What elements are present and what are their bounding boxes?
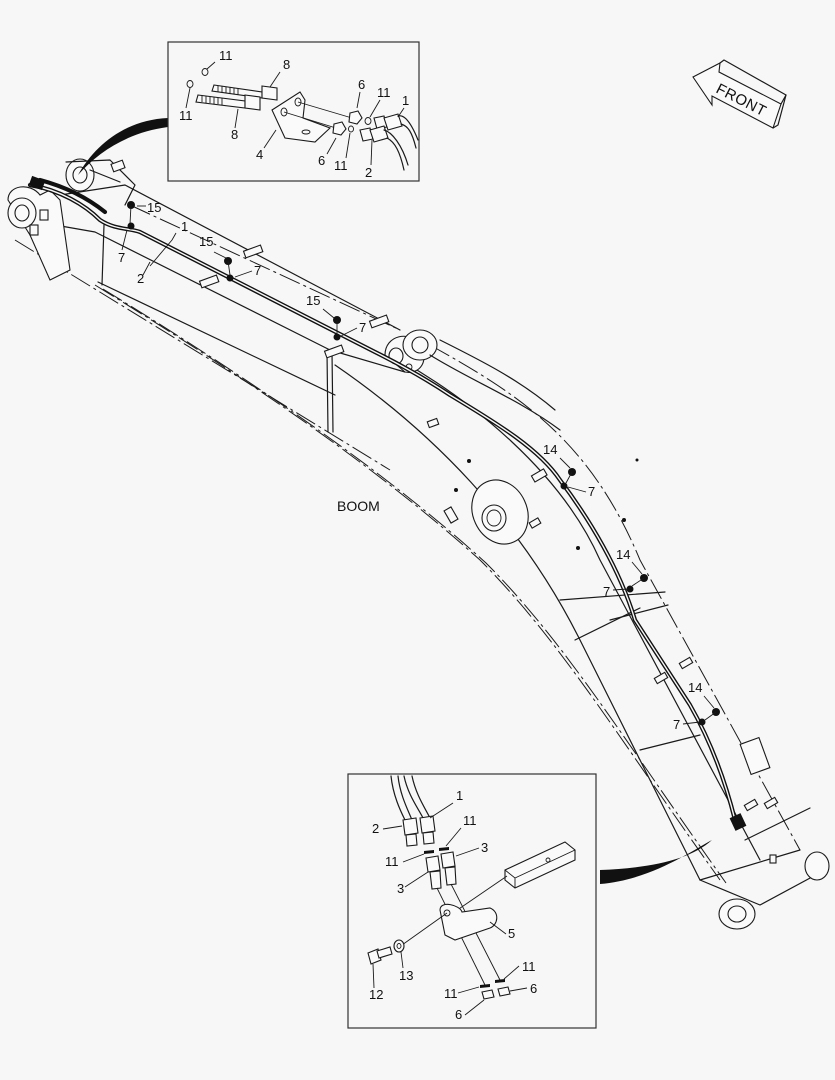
callout-number: 3 <box>481 840 488 855</box>
callout-number: 7 <box>254 263 261 278</box>
callout-number: 1 <box>402 93 409 108</box>
callout-number: 8 <box>283 57 290 72</box>
callout-number: 7 <box>359 320 366 335</box>
boom-structure <box>7 158 830 930</box>
callout-number: 1 <box>181 219 188 234</box>
callout-number: 14 <box>688 680 702 695</box>
callout-number: 5 <box>508 926 515 941</box>
callout-number: 15 <box>306 293 320 308</box>
callout-number: 11 <box>179 108 193 123</box>
callout-number: 11 <box>334 158 348 173</box>
callout-number: 2 <box>372 821 379 836</box>
callout-number: 6 <box>530 981 537 996</box>
callout-number: 7 <box>588 484 595 499</box>
callout-number: 11 <box>522 959 536 974</box>
callout-number: 1 <box>456 788 463 803</box>
callout-number: 14 <box>616 547 630 562</box>
callout-number: 11 <box>463 813 477 828</box>
callout-number: 7 <box>603 584 610 599</box>
hose-clamps <box>127 201 720 726</box>
callout-number: 13 <box>399 968 413 983</box>
callout-number: 11 <box>377 85 391 100</box>
callout-number: 2 <box>365 165 372 180</box>
boom-label: BOOM <box>337 498 380 514</box>
callout-number: 15 <box>147 200 161 215</box>
callout-number: 8 <box>231 127 238 142</box>
callout-number: 12 <box>369 987 383 1002</box>
callout-number: 15 <box>199 234 213 249</box>
callout-number: 11 <box>385 854 399 869</box>
callout-number: 4 <box>256 147 263 162</box>
callout-number: 6 <box>318 153 325 168</box>
bottom-inset-pointer <box>600 840 712 884</box>
callout-number: 3 <box>397 881 404 896</box>
spacer-blocks <box>198 244 779 864</box>
hydraulic-hoses <box>27 175 747 831</box>
main-callout-leaders <box>121 205 715 725</box>
top-inset-pointer <box>78 118 168 175</box>
front-direction-arrow: FRONT <box>692 59 787 129</box>
callout-number: 2 <box>137 271 144 286</box>
callout-number: 14 <box>543 442 557 457</box>
callout-number: 11 <box>444 986 458 1001</box>
callout-number: 11 <box>219 48 233 63</box>
bottom-inset-frame <box>347 773 597 1029</box>
callout-number: 6 <box>358 77 365 92</box>
callout-number: 7 <box>673 717 680 732</box>
arrow-left-3d-icon <box>692 62 782 129</box>
callout-number: 7 <box>118 250 125 265</box>
stud-bolts <box>195 84 278 111</box>
callout-number: 6 <box>455 1007 462 1022</box>
